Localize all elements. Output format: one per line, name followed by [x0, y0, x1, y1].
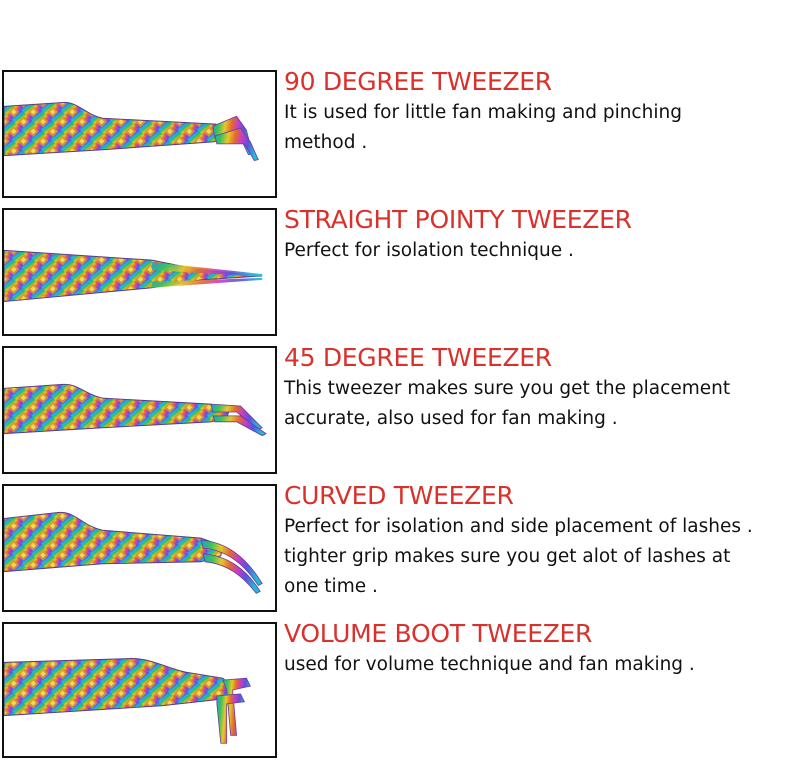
tweezer-description: CURVED TWEEZER Perfect for isolation and… [284, 482, 796, 602]
tweezer-description-text: It is used for little fan making and pin… [284, 98, 796, 158]
tweezer-image-frame [2, 622, 277, 758]
tweezer-row: 90 DEGREE TWEEZER It is used for little … [0, 68, 800, 198]
description-line: This tweezer makes sure you get the plac… [284, 378, 731, 399]
tweezer-description-text: Perfect for isolation technique . [284, 236, 796, 266]
tweezer-title: STRAIGHT POINTY TWEEZER [284, 205, 632, 234]
tweezer-description-text: used for volume technique and fan making… [284, 650, 796, 680]
tweezer-description: 45 DEGREE TWEEZER This tweezer makes sur… [284, 344, 796, 434]
tweezer-title: CURVED TWEEZER [284, 481, 514, 510]
tweezer-straight-pointy-icon [4, 249, 263, 303]
description-line: one time . [284, 576, 378, 597]
description-line: Perfect for isolation technique . [284, 240, 574, 261]
tweezer-image-frame [2, 70, 277, 198]
tweezer-row: 45 DEGREE TWEEZER This tweezer makes sur… [0, 344, 800, 474]
tweezer-description-text: This tweezer makes sure you get the plac… [284, 374, 796, 434]
description-line: Perfect for isolation and side placement… [284, 516, 753, 537]
tweezer-curved-icon [4, 512, 263, 594]
description-line: accurate, also used for fan making . [284, 408, 618, 429]
description-line: It is used for little fan making and pin… [284, 102, 682, 123]
tweezer-title: 45 DEGREE TWEEZER [284, 343, 552, 372]
tweezer-90-degree-icon [4, 101, 259, 162]
tweezer-image-frame [2, 208, 277, 336]
tweezer-title: 90 DEGREE TWEEZER [284, 67, 552, 96]
tweezer-image-frame [2, 484, 277, 612]
tweezer-row: CURVED TWEEZER Perfect for isolation and… [0, 482, 800, 612]
tweezer-row: VOLUME BOOT TWEEZER used for volume tech… [0, 620, 800, 758]
tweezer-title: VOLUME BOOT TWEEZER [284, 619, 593, 648]
tweezer-description: STRAIGHT POINTY TWEEZER Perfect for isol… [284, 206, 796, 266]
tweezer-image-frame [2, 346, 277, 474]
description-line: method . [284, 132, 368, 153]
tweezer-volume-boot-icon [4, 657, 251, 744]
tweezer-45-degree-icon [4, 383, 267, 437]
description-line: used for volume technique and fan making… [284, 654, 695, 675]
tweezer-row: STRAIGHT POINTY TWEEZER Perfect for isol… [0, 206, 800, 336]
tweezer-description: VOLUME BOOT TWEEZER used for volume tech… [284, 620, 796, 680]
tweezer-description: 90 DEGREE TWEEZER It is used for little … [284, 68, 796, 158]
description-line: tighter grip makes sure you get alot of … [284, 546, 731, 567]
tweezer-description-text: Perfect for isolation and side placement… [284, 512, 796, 602]
